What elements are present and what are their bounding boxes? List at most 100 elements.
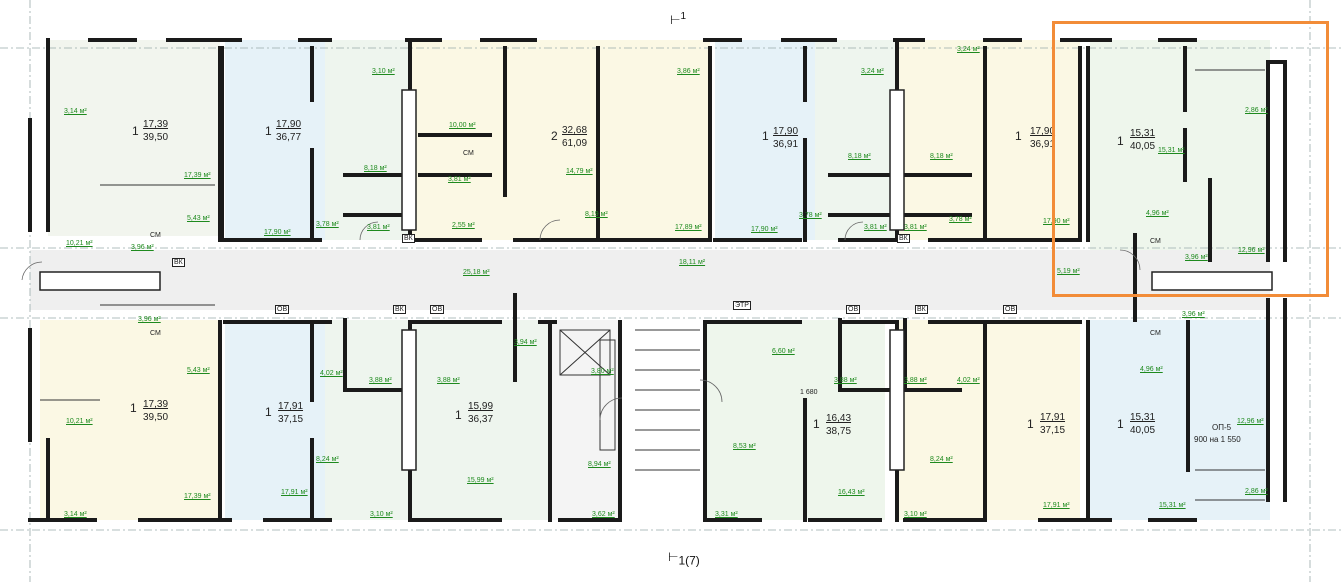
room-area: 10,21 м² (66, 418, 93, 425)
room-area: 3,14 м² (64, 108, 87, 115)
highlight-box (1052, 21, 1329, 297)
room-area: 8,94 м² (588, 461, 611, 468)
room-area: 8,53 м² (733, 443, 756, 450)
flat-rooms: 1 (130, 401, 137, 415)
ov-tag: ОВ (846, 305, 861, 314)
room-area: 3,96 м² (131, 244, 154, 251)
room-area: 4,96 м² (1146, 210, 1169, 217)
room-area: 3,94 м² (514, 339, 537, 346)
room-area: 25,18 м² (463, 269, 490, 276)
vk-tag: ВК (393, 305, 406, 314)
room-area: 4,02 м² (320, 370, 343, 377)
flat-total-area: 36,91 (773, 139, 799, 150)
room-area: 15,99 м² (467, 477, 494, 484)
room-area: 3,80 м² (591, 368, 614, 375)
vk-tag: ВК (915, 305, 928, 314)
room-area: 2,86 м² (1245, 107, 1268, 114)
walls (28, 38, 1287, 522)
room-area: 12,96 м² (1237, 418, 1264, 425)
flat-total-area: 36,91 (1030, 139, 1056, 150)
room-area: 3,81 м² (864, 224, 887, 231)
flat-total-area: 38,75 (826, 426, 852, 437)
room-area: 3,88 м² (834, 377, 857, 384)
room-area: 3,86 м² (677, 68, 700, 75)
flat-rooms: 2 (551, 129, 558, 143)
room-area: 17,90 м² (264, 229, 291, 236)
flat-total-area: 37,15 (1040, 425, 1066, 436)
flat-rooms: 1 (813, 417, 820, 431)
flat-living-area: 15,31 (1130, 412, 1156, 423)
flat-living-area: 17,91 (278, 401, 304, 412)
room-area: 4,02 м² (957, 377, 980, 384)
flat-rooms: 1 (132, 124, 139, 138)
flat-rooms: 1 (762, 129, 769, 143)
flat-living-area: 17,39 (143, 399, 169, 410)
flat-total-area: 37,15 (278, 414, 304, 425)
flat-rooms: 1 (265, 124, 272, 138)
vk-tag: ВК (402, 234, 415, 243)
flat-living-area: 17,39 (143, 119, 169, 130)
flat-living-area: 17,91 (1040, 412, 1066, 423)
ov-tag: ОВ (275, 305, 290, 314)
room-area: 3,96 м² (1182, 311, 1205, 318)
room-area: 5,19 м² (1057, 268, 1080, 275)
axis-marker-bottom: ⊢1(7) (668, 550, 700, 568)
room-area: 3,10 м² (372, 68, 395, 75)
dimension-label: 1 680 (800, 389, 818, 396)
room-area: 17,39 м² (184, 172, 211, 179)
ov-tag: ОВ (1003, 305, 1018, 314)
flat-rooms: 1 (1027, 417, 1034, 431)
flat-rooms: 1 (455, 408, 462, 422)
room-area: 6,60 м² (772, 348, 795, 355)
room-area: 16,43 м² (838, 489, 865, 496)
flat-total-area: 39,50 (143, 412, 169, 423)
flat-total-area: 40,05 (1130, 425, 1156, 436)
inner-lines (40, 69, 1265, 501)
flat-total-area: 61,09 (562, 138, 588, 149)
room-area: 17,91 м² (281, 489, 308, 496)
flat-rooms: 1 (1015, 129, 1022, 143)
section-note-size: 900 на 1 550 (1194, 435, 1241, 444)
room-area: 17,39 м² (184, 493, 211, 500)
room-area: 3,78 м² (949, 216, 972, 223)
room-area: 8,24 м² (316, 456, 339, 463)
room-area: 15,31 м² (1158, 147, 1185, 154)
vk-tag: ВК (172, 258, 185, 267)
etr-tag: ЭТР (733, 301, 751, 310)
axis-marker-bottom-label: 1(7) (678, 553, 700, 568)
room-area: 17,91 м² (1043, 502, 1070, 509)
flat-total-area: 36,37 (468, 414, 494, 425)
sm-tag: СМ (150, 232, 161, 239)
room-area: 12,96 м² (1238, 247, 1265, 254)
room-area: 3,88 м² (369, 377, 392, 384)
flat-rooms: 1 (1117, 417, 1124, 431)
sm-tag: СМ (150, 330, 161, 337)
room-area: 3,24 м² (957, 46, 980, 53)
room-area: 2,86 м² (1245, 488, 1268, 495)
sm-tag: СМ (1150, 330, 1161, 337)
vk-tag: ВК (897, 234, 910, 243)
flat-living-area: 32,68 (562, 125, 588, 136)
room-area: 8,18 м² (848, 153, 871, 160)
axis-marker-top: ⊢1 (670, 11, 687, 27)
room-fills (30, 40, 1270, 520)
room-area: 10,00 м² (449, 122, 476, 129)
flat-total-area: 36,77 (276, 132, 302, 143)
vent-shafts (39, 89, 1273, 471)
room-area: 3,81 м² (367, 224, 390, 231)
sm-tag: СМ (1150, 238, 1161, 245)
door-arcs (21, 219, 1141, 421)
room-area: 8,18 м² (930, 153, 953, 160)
flat-total-area: 40,05 (1130, 141, 1156, 152)
room-area: 15,31 м² (1159, 502, 1186, 509)
flat-rooms: 1 (265, 405, 272, 419)
flat-living-area: 17,90 (1030, 126, 1056, 137)
flat-living-area: 15,99 (468, 401, 494, 412)
room-area: 3,88 м² (904, 377, 927, 384)
room-area: 10,21 м² (66, 240, 93, 247)
ov-tag: ОВ (430, 305, 445, 314)
room-area: 8,19 м² (585, 211, 608, 218)
flat-living-area: 16,43 (826, 413, 852, 424)
room-area: 3,31 м² (715, 511, 738, 518)
room-area: 2,55 м² (452, 222, 475, 229)
